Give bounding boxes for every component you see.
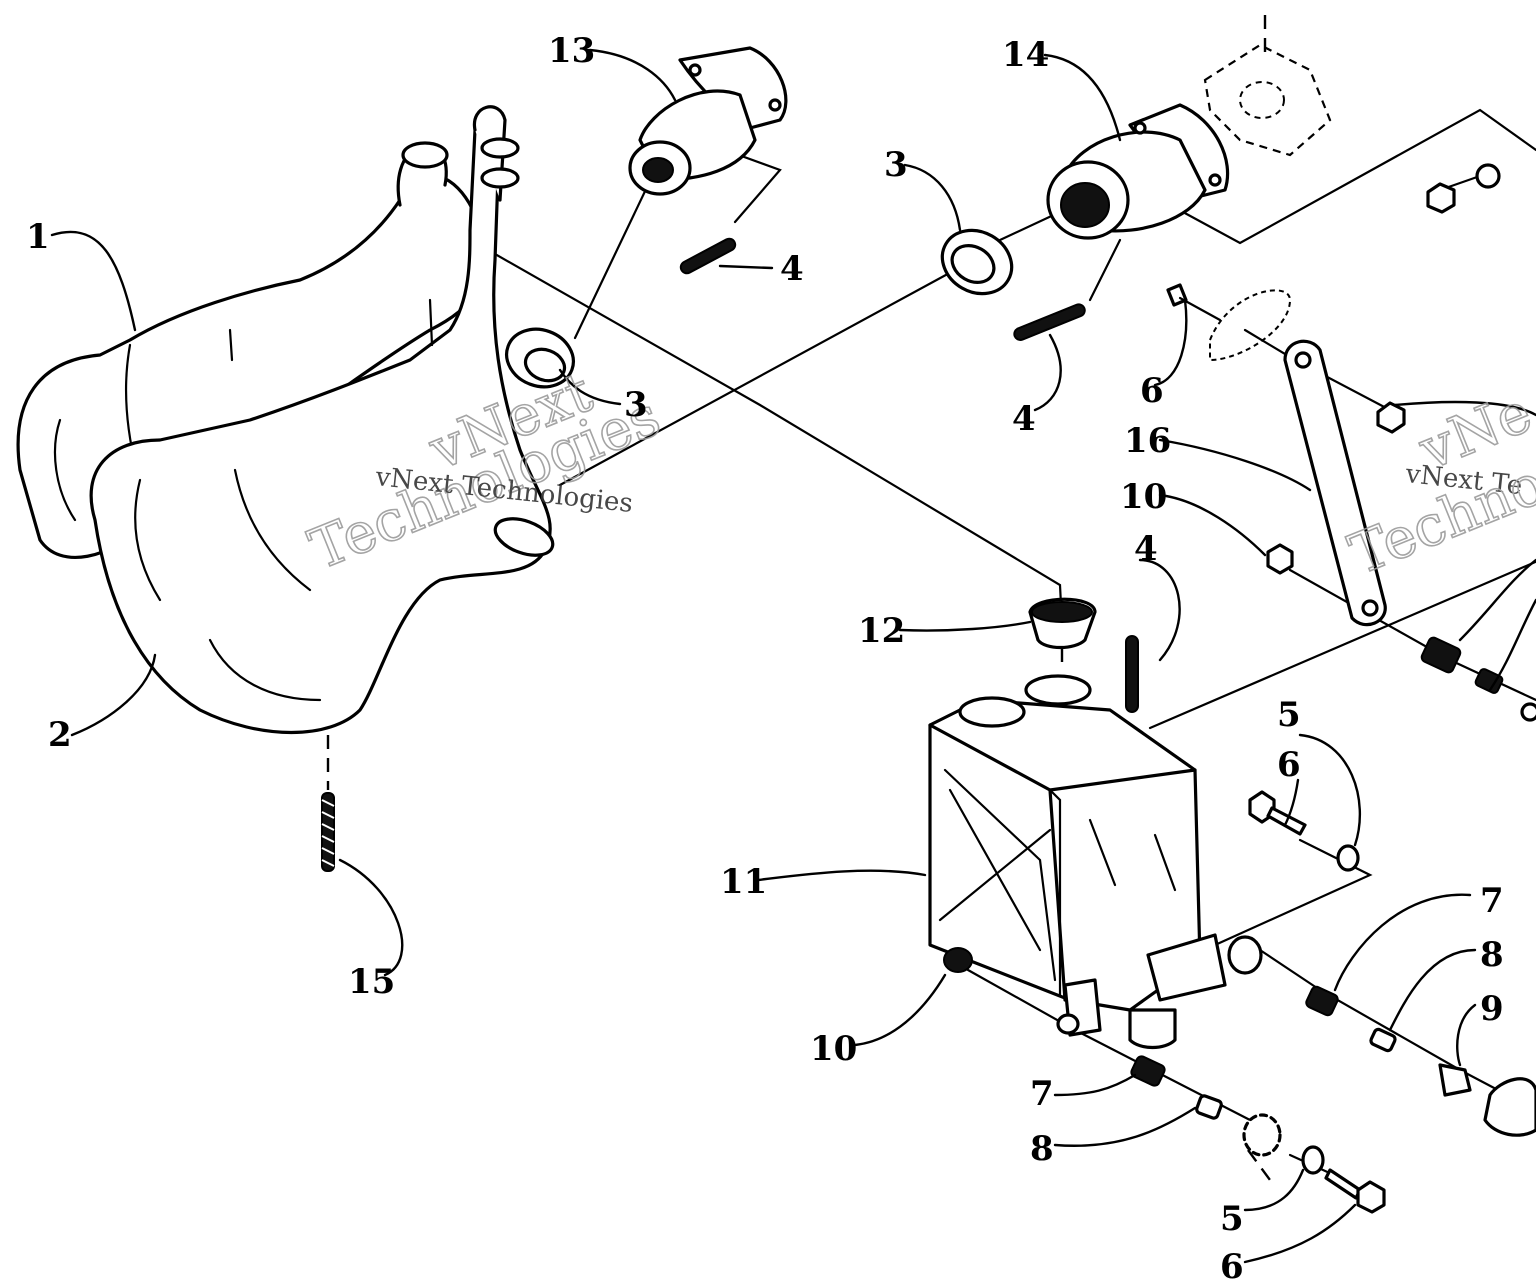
callout-7-right: 7	[1480, 881, 1504, 921]
hardware	[943, 163, 1536, 1214]
leader-lines	[50, 48, 1536, 1264]
gasket-outline	[1203, 43, 1332, 157]
callout-6-upper: 6	[1140, 371, 1164, 411]
callout-6-middle: 6	[1277, 745, 1301, 785]
callout-4-upper: 4	[780, 249, 804, 289]
spring-part-4-right	[1125, 635, 1139, 713]
seal-ring-right	[940, 228, 1014, 296]
callout-10-lower: 10	[810, 1029, 857, 1069]
spring-part-15	[321, 792, 335, 872]
callout-9: 9	[1480, 989, 1504, 1029]
grommet-upper	[1028, 597, 1097, 650]
callout-labels: 1 2 3 3 4 4 4 5 5 6 6 6 7 7 8 8 9 10 10 …	[26, 31, 1504, 1280]
bracket-part-16	[1283, 339, 1387, 627]
callout-16: 16	[1124, 421, 1171, 461]
callout-1: 1	[26, 217, 50, 257]
callout-10-right: 10	[1120, 477, 1167, 517]
callout-6-lower: 6	[1220, 1247, 1244, 1280]
callout-11: 11	[720, 862, 767, 902]
callout-3-right: 3	[884, 145, 908, 185]
exhaust-flange-left	[628, 46, 788, 196]
callout-7-lower: 7	[1030, 1074, 1054, 1114]
expansion-chamber-lower	[89, 105, 555, 735]
spring-part-4-upper	[679, 237, 737, 275]
tank-body	[928, 674, 1227, 1050]
seal-ring-left	[505, 327, 575, 389]
callout-8-lower: 8	[1030, 1129, 1054, 1169]
spring-part-4-middle	[1013, 303, 1086, 341]
callout-13: 13	[548, 31, 595, 71]
callout-4-middle: 4	[1012, 399, 1036, 439]
callout-5-lower: 5	[1220, 1199, 1244, 1239]
exhaust-flange-right	[1046, 103, 1230, 240]
callout-4-right: 4	[1134, 529, 1158, 569]
callout-15: 15	[348, 962, 395, 1002]
callout-8-right: 8	[1480, 935, 1504, 975]
callout-3-left: 3	[624, 385, 648, 425]
callout-14: 14	[1002, 35, 1049, 75]
callout-5-upper: 5	[1277, 695, 1301, 735]
callout-12: 12	[858, 611, 905, 651]
callout-2: 2	[48, 715, 72, 755]
